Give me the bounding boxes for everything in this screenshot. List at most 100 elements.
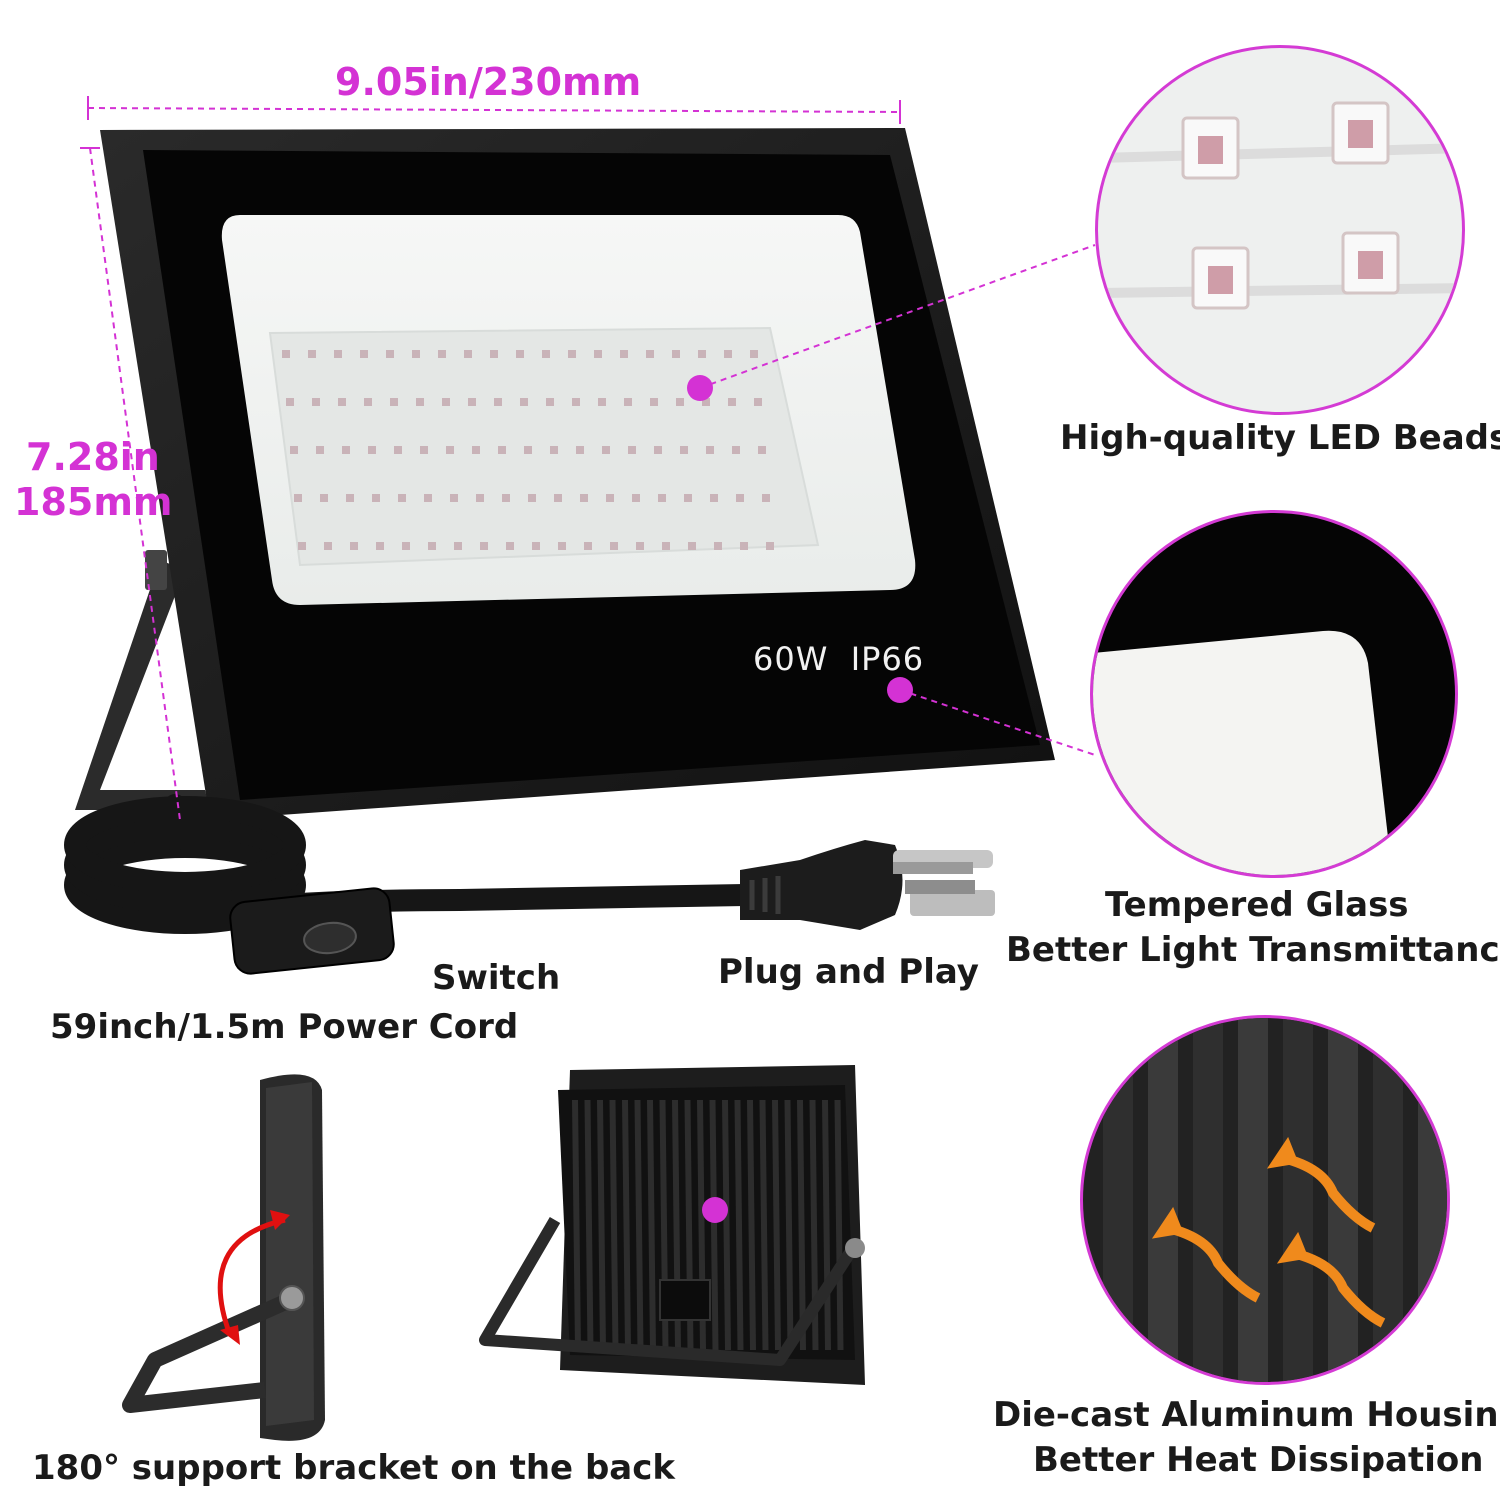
led-bead	[606, 494, 614, 502]
led-bead	[498, 446, 506, 454]
led-bead	[558, 542, 566, 550]
led-bead	[684, 494, 692, 502]
rocker-switch-icon	[229, 887, 395, 975]
led-bead	[346, 494, 354, 502]
led-bead	[334, 350, 342, 358]
housing-back-view	[479, 1065, 865, 1385]
led-bead	[680, 446, 688, 454]
led-bead	[450, 494, 458, 502]
led-bead	[580, 494, 588, 502]
led-bead	[524, 446, 532, 454]
led-bead	[528, 494, 536, 502]
led-bead	[282, 350, 290, 358]
led-bead	[286, 398, 294, 406]
led-bead	[706, 446, 714, 454]
led-beads-closeup	[1095, 45, 1465, 415]
led-bead	[394, 446, 402, 454]
callout-dot-glass	[887, 677, 913, 703]
led-bead	[490, 350, 498, 358]
power-cord-coil	[64, 794, 756, 934]
led-bead	[754, 398, 762, 406]
led-bead	[550, 446, 558, 454]
led-bead	[294, 494, 302, 502]
led-bead	[636, 542, 644, 550]
led-bead	[342, 446, 350, 454]
led-bead	[672, 350, 680, 358]
leader-led-beads	[699, 244, 1096, 389]
led-bead	[710, 494, 718, 502]
led-chip-icon	[1098, 101, 1462, 310]
led-bead	[646, 350, 654, 358]
power-text: 60W	[753, 640, 829, 678]
heat-flow-arrow-icon	[1151, 1136, 1386, 1328]
power-cord-label: 59inch/1.5m Power Cord	[50, 1007, 519, 1047]
led-bead	[542, 350, 550, 358]
led-bead	[446, 446, 454, 454]
bracket-side-view	[122, 1074, 325, 1441]
led-bead	[372, 494, 380, 502]
led-bead	[476, 494, 484, 502]
led-bead	[620, 350, 628, 358]
led-bead	[758, 446, 766, 454]
led-panel	[221, 215, 916, 605]
led-bead	[762, 494, 770, 502]
led-bead	[658, 494, 666, 502]
led-beads-caption: High-quality LED Beads	[1060, 418, 1500, 458]
led-bead	[572, 398, 580, 406]
led-bead	[428, 542, 436, 550]
led-bead	[516, 350, 524, 358]
tempered-glass-closeup	[1090, 510, 1458, 878]
led-bead	[412, 350, 420, 358]
led-bead	[324, 542, 332, 550]
led-bead	[594, 350, 602, 358]
led-bead	[676, 398, 684, 406]
floodlight-front-illustration	[64, 96, 1096, 975]
led-bead	[584, 542, 592, 550]
led-bead	[424, 494, 432, 502]
width-dimension-label: 9.05in/230mm	[335, 60, 642, 104]
callout-dot-led	[687, 375, 713, 401]
led-bead	[610, 542, 618, 550]
led-bead	[386, 350, 394, 358]
led-bead	[402, 542, 410, 550]
tempered-glass-caption-line2: Better Light Transmittance	[1006, 930, 1500, 970]
led-bead	[316, 446, 324, 454]
led-bead	[520, 398, 528, 406]
led-bead	[398, 494, 406, 502]
led-bead	[628, 446, 636, 454]
led-bead	[290, 446, 298, 454]
led-bead	[532, 542, 540, 550]
led-bead	[320, 494, 328, 502]
led-bead	[312, 398, 320, 406]
led-bead	[420, 446, 428, 454]
led-bead	[350, 542, 358, 550]
led-bead	[376, 542, 384, 550]
width-dimension-line	[87, 107, 901, 113]
led-bead	[662, 542, 670, 550]
led-bead	[688, 542, 696, 550]
led-bead	[502, 494, 510, 502]
led-bead	[576, 446, 584, 454]
led-bead	[650, 398, 658, 406]
plug-and-play-label: Plug and Play	[718, 952, 979, 992]
led-bead	[598, 398, 606, 406]
led-bead	[298, 542, 306, 550]
led-bead	[624, 398, 632, 406]
led-bead	[736, 494, 744, 502]
led-bead	[750, 350, 758, 358]
led-bead	[360, 350, 368, 358]
led-bead	[698, 350, 706, 358]
led-bead	[654, 446, 662, 454]
led-bead	[438, 350, 446, 358]
led-bead	[702, 398, 710, 406]
led-bead-grid	[282, 350, 774, 550]
led-bead	[494, 398, 502, 406]
tempered-glass-caption-line1: Tempered Glass	[1105, 885, 1409, 925]
led-bead	[732, 446, 740, 454]
housing-caption-line1: Die-cast Aluminum Housing	[993, 1395, 1500, 1435]
bracket-caption: 180° support bracket on the back	[32, 1448, 675, 1488]
leader-tempered-glass	[899, 689, 1096, 756]
led-bead	[632, 494, 640, 502]
led-bead	[740, 542, 748, 550]
led-bead	[338, 398, 346, 406]
